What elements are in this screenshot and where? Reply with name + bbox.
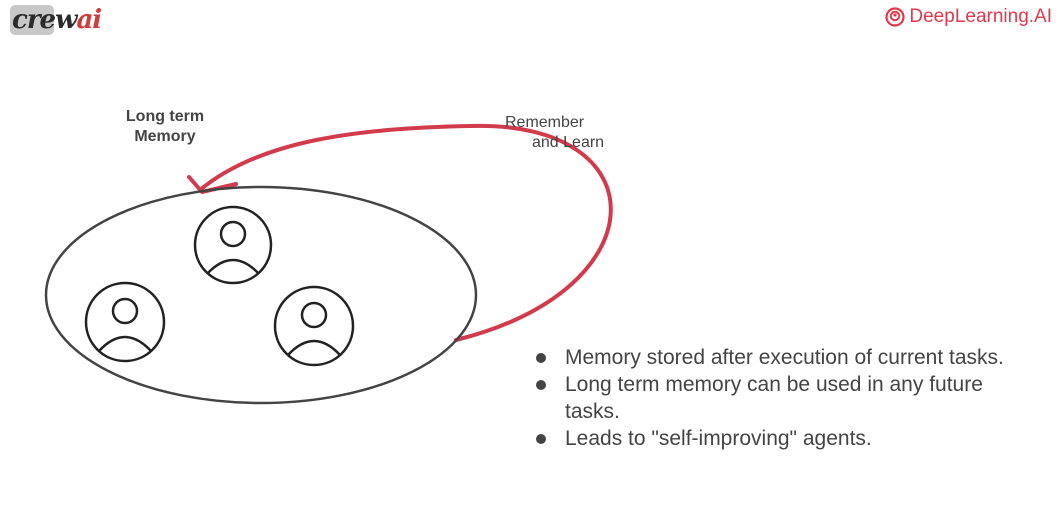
loop-label-line-1: Remember [505,114,585,131]
loop-label-line-2: and Learn [532,134,605,151]
bullet-dot-icon [536,434,546,444]
bullet-item: Memory stored after execution of current… [534,344,1034,371]
bullet-dot-icon [536,380,546,390]
remember-learn-loop-arrow [198,123,613,342]
memory-label-line-1: Long term [125,108,205,125]
bullet-text: Long term memory can be used in any futu… [565,373,983,423]
bullet-item: Leads to "self-improving" agents. [534,425,1034,452]
crewai-logo: crewai [10,5,104,39]
agent-avatar-icon [193,205,273,285]
bullet-text: Leads to "self-improving" agents. [565,427,872,450]
remember-and-learn-label: Remember and Learn [505,113,625,153]
long-term-memory-label: Long term Memory [110,107,220,147]
logo-wordmark: crewai [12,5,102,35]
bullet-dot-icon [536,353,546,363]
memory-label-line-2: Memory [134,128,196,145]
agent-avatar-icon [273,285,355,367]
bullet-text: Memory stored after execution of current… [565,346,1004,369]
memory-ellipse [44,185,478,405]
logo-badge [10,5,54,35]
deeplearning-wordmark: DeepLearning.AI [909,6,1052,27]
deeplearning-icon [885,7,905,27]
bullet-list: Memory stored after execution of current… [534,344,1034,452]
agent-avatar-icon [84,281,166,363]
bullet-item: Long term memory can be used in any futu… [534,371,1034,425]
deeplearning-logo: DeepLearning.AI [885,6,1052,28]
